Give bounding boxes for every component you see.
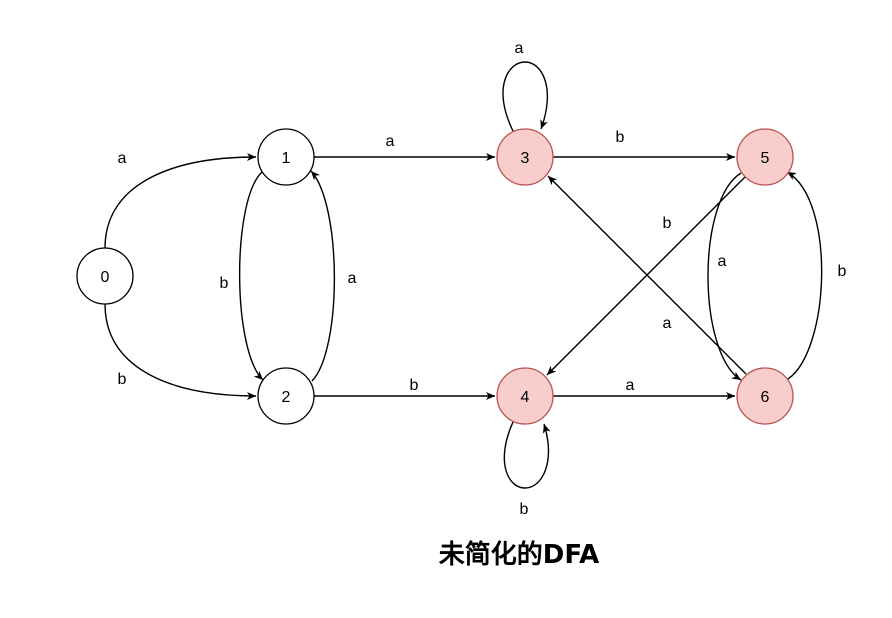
transition-label-2-to-4: b [410, 377, 419, 394]
state-label-5: 5 [761, 150, 770, 167]
transition-label-3-to-5: b [616, 129, 625, 146]
state-label-1: 1 [282, 150, 291, 167]
transition-label-5-to-4: b [663, 215, 672, 232]
transition-label-0-to-1: a [118, 150, 127, 167]
transition-label-1-to-3: a [386, 133, 395, 150]
transition-label-2-to-1: a [348, 270, 357, 287]
transition-arrow-3-to-3 [502, 61, 549, 132]
transition-label-4-to-6: a [626, 377, 635, 394]
state-node-0 [76, 247, 134, 305]
state-label-3: 3 [521, 150, 530, 167]
state-node-1 [257, 128, 315, 186]
transition-arrow-0-to-2 [104, 303, 257, 400]
transition-arrow-6-to-3 [547, 175, 747, 375]
transition-label-6-to-3: a [663, 315, 672, 332]
diagram-caption: 未简化的DFA [438, 540, 600, 570]
transition-label-1-to-2: b [220, 275, 229, 292]
transition-arrow-6-to-5 [786, 171, 823, 380]
state-label-4: 4 [521, 389, 530, 406]
transition-arrow-5-to-6 [707, 172, 742, 381]
state-label-0: 0 [101, 269, 110, 286]
transition-label-4-to-4: b [520, 501, 529, 518]
state-label-6: 6 [761, 389, 770, 406]
transition-label-6-to-5: b [838, 263, 847, 280]
transition-arrow-5-to-4 [546, 176, 746, 376]
transition-label-3-to-3: a [515, 40, 524, 57]
transition-arrow-2-to-1 [310, 170, 336, 382]
state-node-2 [257, 367, 315, 425]
transition-label-5-to-6: a [718, 253, 727, 270]
state-node-6 [736, 367, 794, 425]
state-node-5 [736, 128, 794, 186]
state-node-4 [496, 367, 554, 425]
transition-arrow-0-to-1 [104, 153, 257, 249]
state-node-3 [496, 128, 554, 186]
transition-arrow-4-to-4 [503, 421, 551, 489]
transition-arrow-1-to-2 [238, 171, 264, 381]
state-label-2: 2 [282, 389, 291, 406]
transition-label-0-to-2: b [118, 371, 127, 388]
